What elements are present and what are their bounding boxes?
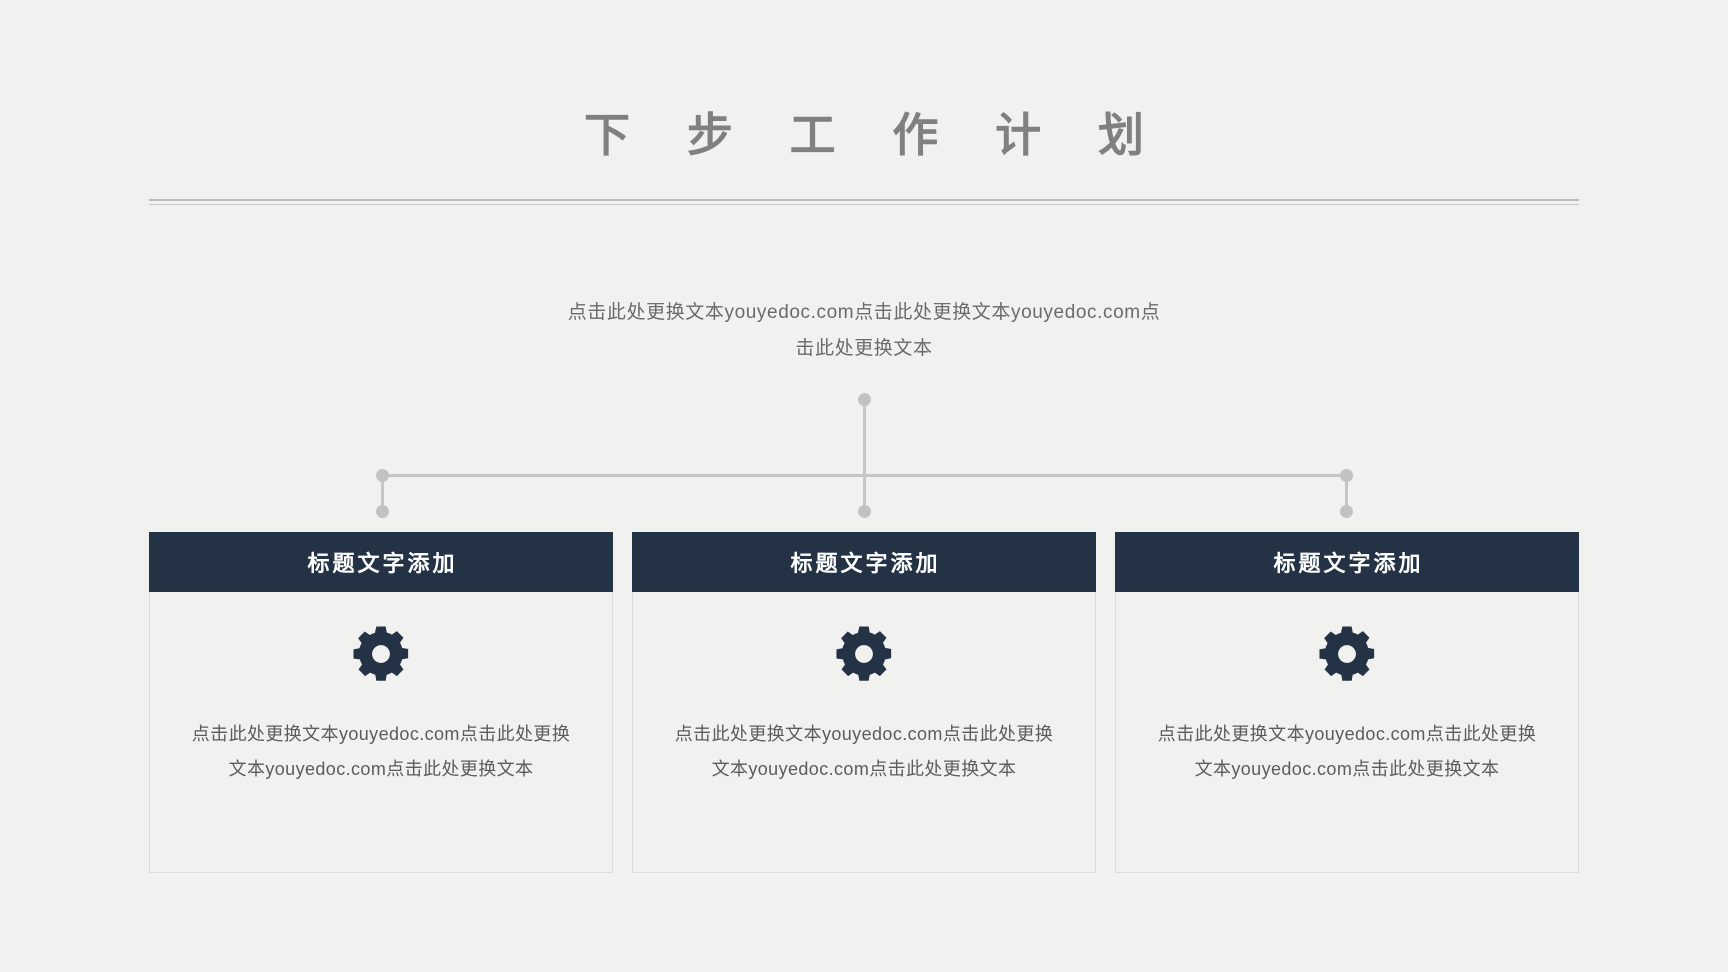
page-title: 下 步 工 作 计 划 xyxy=(584,109,1166,161)
card-1-text: 点击此处更换文本youyedoc.com点击此处更换文本youyedoc.com… xyxy=(191,724,571,779)
card-2-text: 点击此处更换文本youyedoc.com点击此处更换文本youyedoc.com… xyxy=(674,724,1054,779)
card-1-header: 标题文字添加 xyxy=(149,532,613,592)
connector-vertical-left xyxy=(381,474,384,512)
card-2-header: 标题文字添加 xyxy=(632,532,1096,592)
card-1-body: 点击此处更换文本youyedoc.com点击此处更换文本youyedoc.com… xyxy=(149,592,613,873)
card-3-body: 点击此处更换文本youyedoc.com点击此处更换文本youyedoc.com… xyxy=(1115,592,1579,873)
connector-vertical-right xyxy=(1345,474,1348,512)
subtitle-text: 点击此处更换文本youyedoc.com点击此处更换文本youyedoc.com… xyxy=(567,302,1161,359)
connector-dot-center-top xyxy=(858,393,871,406)
card-3-text: 点击此处更换文本youyedoc.com点击此处更换文本youyedoc.com… xyxy=(1157,724,1537,779)
connector-dot-right-top xyxy=(1340,469,1353,482)
card-2-body: 点击此处更换文本youyedoc.com点击此处更换文本youyedoc.com… xyxy=(632,592,1096,873)
connector-dot-left-bottom xyxy=(376,505,389,518)
gear-icon xyxy=(350,623,412,685)
connector-dot-center-bottom xyxy=(858,505,871,518)
card-3-header: 标题文字添加 xyxy=(1115,532,1579,592)
cards-row: 标题文字添加 点击此处更换文本youyedoc.com点击此处更换文本youye… xyxy=(149,532,1579,873)
connector-horizontal-line xyxy=(382,474,1345,477)
card-3[interactable]: 标题文字添加 点击此处更换文本youyedoc.com点击此处更换文本youye… xyxy=(1115,532,1579,873)
connector-dot-left-top xyxy=(376,469,389,482)
divider-line-thin xyxy=(149,204,1579,205)
card-1[interactable]: 标题文字添加 点击此处更换文本youyedoc.com点击此处更换文本youye… xyxy=(149,532,613,873)
gear-icon xyxy=(1316,623,1378,685)
connector-dot-right-bottom xyxy=(1340,505,1353,518)
card-2[interactable]: 标题文字添加 点击此处更换文本youyedoc.com点击此处更换文本youye… xyxy=(632,532,1096,873)
gear-icon xyxy=(833,623,895,685)
connector-vertical-center xyxy=(863,398,866,512)
divider-line-thick xyxy=(149,199,1579,201)
title-divider xyxy=(149,199,1579,206)
